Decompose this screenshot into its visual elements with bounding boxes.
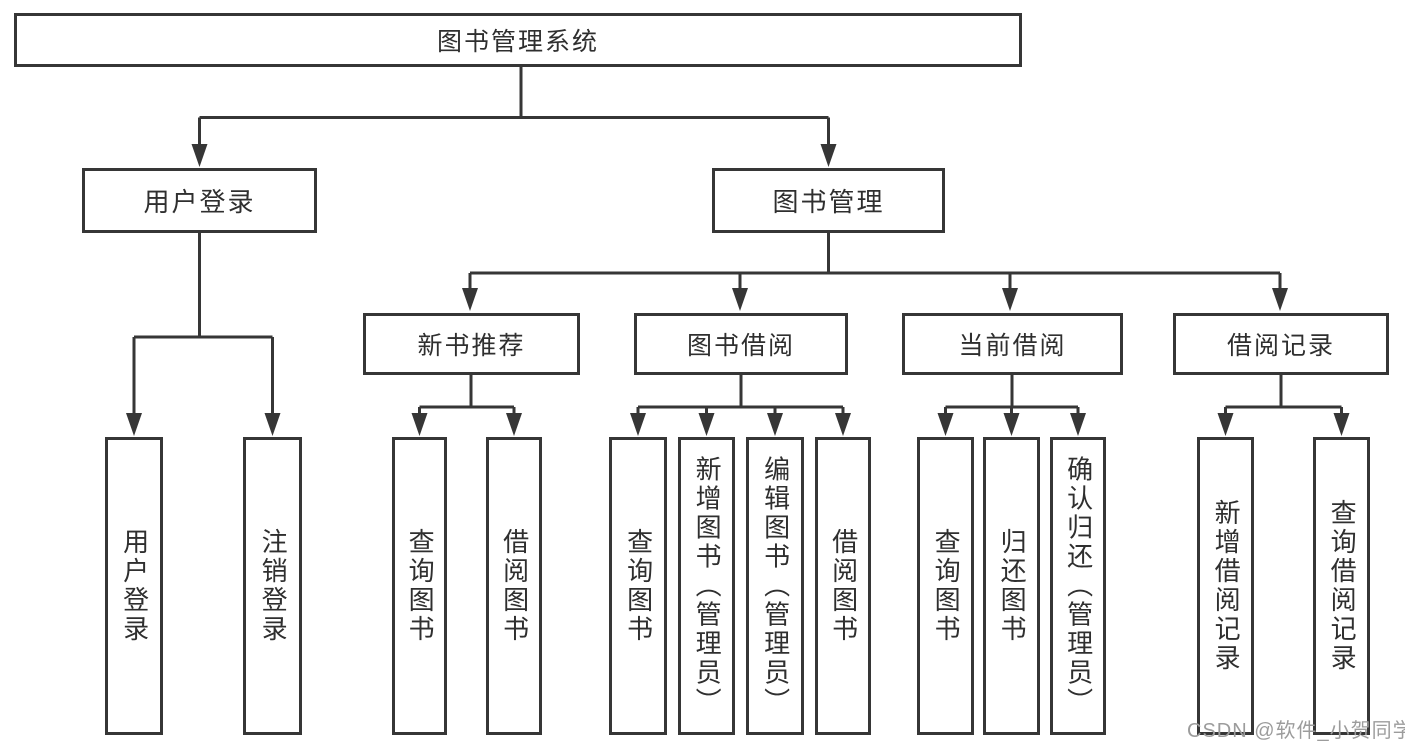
- node-borrowing-records: 借阅记录: [1173, 313, 1389, 375]
- node-new-book-recommendation: 新书推荐: [363, 313, 580, 375]
- leaf-query-borrow-record: 查询借阅记录: [1313, 437, 1370, 735]
- leaf-add-books-admin: 新增图书（管理员）: [678, 437, 735, 735]
- leaf-logout-login-label: 注销登录: [258, 528, 289, 644]
- node-borrowing-records-label: 借阅记录: [1226, 332, 1335, 360]
- node-book-borrowing-label: 图书借阅: [686, 332, 795, 360]
- node-current-borrowing: 当前借阅: [902, 313, 1123, 375]
- leaf-query-books-borrowing-label: 查询图书: [623, 528, 654, 644]
- node-root: 图书管理系统: [14, 13, 1022, 67]
- leaf-borrow-books-borrowing-label: 借阅图书: [828, 528, 859, 644]
- leaf-query-books-recommend-label: 查询图书: [405, 528, 436, 644]
- node-user-login-label: 用户登录: [143, 187, 256, 217]
- node-root-label: 图书管理系统: [436, 28, 599, 56]
- leaf-borrow-books-recommend: 借阅图书: [486, 437, 542, 735]
- leaf-confirm-return-admin: 确认归还（管理员）: [1050, 437, 1106, 735]
- leaf-user-login-label: 用户登录: [119, 528, 150, 644]
- node-current-borrowing-label: 当前借阅: [958, 332, 1067, 360]
- leaf-logout-login: 注销登录: [243, 437, 302, 735]
- leaf-query-books-current-label: 查询图书: [931, 528, 962, 644]
- node-book-borrowing: 图书借阅: [634, 313, 848, 375]
- leaf-return-books-label: 归还图书: [997, 528, 1028, 644]
- leaf-query-borrow-record-label: 查询借阅记录: [1327, 499, 1358, 673]
- leaf-user-login: 用户登录: [105, 437, 163, 735]
- leaf-borrow-books-borrowing: 借阅图书: [815, 437, 871, 735]
- arrowheads: [126, 144, 1350, 436]
- leaf-borrow-books-recommend-label: 借阅图书: [499, 528, 530, 644]
- leaf-query-books-borrowing: 查询图书: [609, 437, 667, 735]
- node-book-management-label: 图书管理: [772, 187, 885, 217]
- leaf-add-books-admin-label: 新增图书（管理员）: [692, 455, 723, 717]
- csdn-watermark: CSDN @软件_小贺同学: [1187, 720, 1405, 742]
- leaf-query-books-recommend: 查询图书: [392, 437, 447, 735]
- leaf-edit-books-admin: 编辑图书（管理员）: [746, 437, 804, 735]
- leaf-confirm-return-admin-label: 确认归还（管理员）: [1063, 455, 1094, 717]
- leaf-add-borrow-record: 新增借阅记录: [1197, 437, 1254, 735]
- leaf-return-books: 归还图书: [983, 437, 1040, 735]
- leaf-edit-books-admin-label: 编辑图书（管理员）: [760, 455, 791, 717]
- leaf-query-books-current: 查询图书: [917, 437, 974, 735]
- node-new-book-recommendation-label: 新书推荐: [417, 332, 526, 360]
- node-book-management: 图书管理: [712, 168, 945, 233]
- leaf-add-borrow-record-label: 新增借阅记录: [1211, 499, 1242, 673]
- node-user-login: 用户登录: [82, 168, 317, 233]
